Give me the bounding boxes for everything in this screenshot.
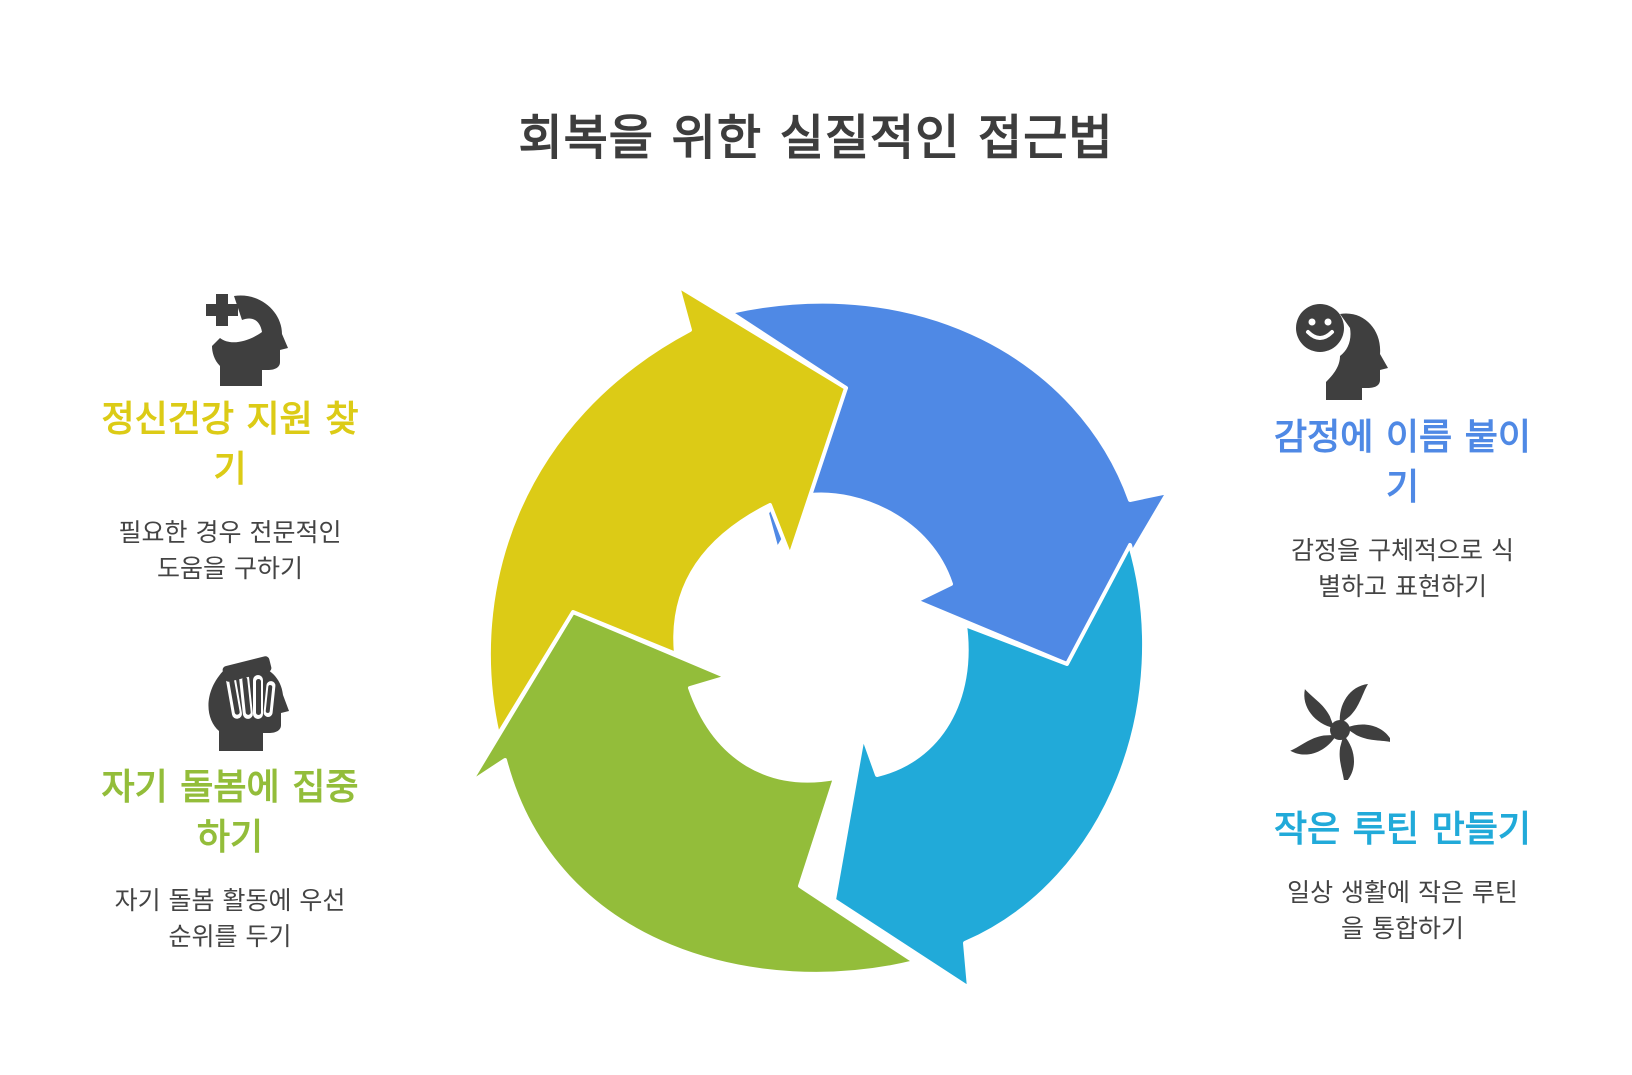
item-heading-line2: 기 bbox=[213, 449, 247, 490]
item-desc-line1: 자기 돌봄 활동에 우선 bbox=[114, 886, 346, 915]
item-heading-line1: 자기 돌봄에 집중 bbox=[101, 767, 359, 808]
item-desc-line1: 필요한 경우 전문적인 bbox=[118, 518, 342, 547]
item-heading-line1: 감정에 이름 붙이 bbox=[1274, 417, 1531, 458]
item-description: 자기 돌봄 활동에 우선 순위를 두기 bbox=[80, 883, 380, 955]
item-desc-line2: 을 통합하기 bbox=[1341, 914, 1464, 943]
item-heading: 자기 돌봄에 집중 하기 bbox=[80, 763, 380, 863]
item-description: 감정을 구체적으로 식 별하고 표현하기 bbox=[1250, 533, 1555, 605]
item-self-care: 자기 돌봄에 집중 하기 자기 돌봄 활동에 우선 순위를 두기 bbox=[80, 763, 380, 955]
item-desc-line2: 별하고 표현하기 bbox=[1318, 572, 1487, 601]
item-heading: 작은 루틴 만들기 bbox=[1250, 805, 1555, 855]
item-desc-line2: 순위를 두기 bbox=[168, 922, 292, 951]
cycle-arrow-blue bbox=[728, 299, 1170, 666]
item-desc-line1: 감정을 구체적으로 식 bbox=[1291, 536, 1514, 565]
item-heading-line1: 정신건강 지원 찾 bbox=[101, 399, 359, 440]
item-name-emotions: 감정에 이름 붙이 기 감정을 구체적으로 식 별하고 표현하기 bbox=[1250, 413, 1555, 605]
cycle-arrow-green bbox=[468, 610, 917, 976]
item-mental-health: 정신건강 지원 찾 기 필요한 경우 전문적인 도움을 구하기 bbox=[80, 395, 380, 587]
cycle-arrow-cyan bbox=[832, 543, 1147, 990]
swirl-icon bbox=[1290, 680, 1390, 780]
item-heading-line2: 기 bbox=[1385, 467, 1420, 508]
cycle-arrow-yellow bbox=[486, 284, 848, 737]
item-description: 일상 생활에 작은 루틴 을 통합하기 bbox=[1250, 875, 1555, 947]
item-small-routine: 작은 루틴 만들기 일상 생활에 작은 루틴 을 통합하기 bbox=[1250, 805, 1555, 947]
item-desc-line1: 일상 생활에 작은 루틴 bbox=[1287, 878, 1518, 907]
item-heading-line1: 작은 루틴 만들기 bbox=[1274, 809, 1531, 850]
item-desc-line2: 도움을 구하기 bbox=[157, 554, 303, 583]
diagram-title: 회복을 위한 실질적인 접근법 bbox=[518, 110, 1114, 166]
item-heading: 정신건강 지원 찾 기 bbox=[80, 395, 380, 495]
head-plus-icon bbox=[190, 290, 290, 390]
item-heading-line2: 하기 bbox=[196, 817, 264, 858]
item-heading: 감정에 이름 붙이 기 bbox=[1250, 413, 1555, 513]
head-smile-icon bbox=[1290, 300, 1390, 400]
head-hand-icon bbox=[195, 655, 295, 755]
item-description: 필요한 경우 전문적인 도움을 구하기 bbox=[80, 515, 380, 587]
